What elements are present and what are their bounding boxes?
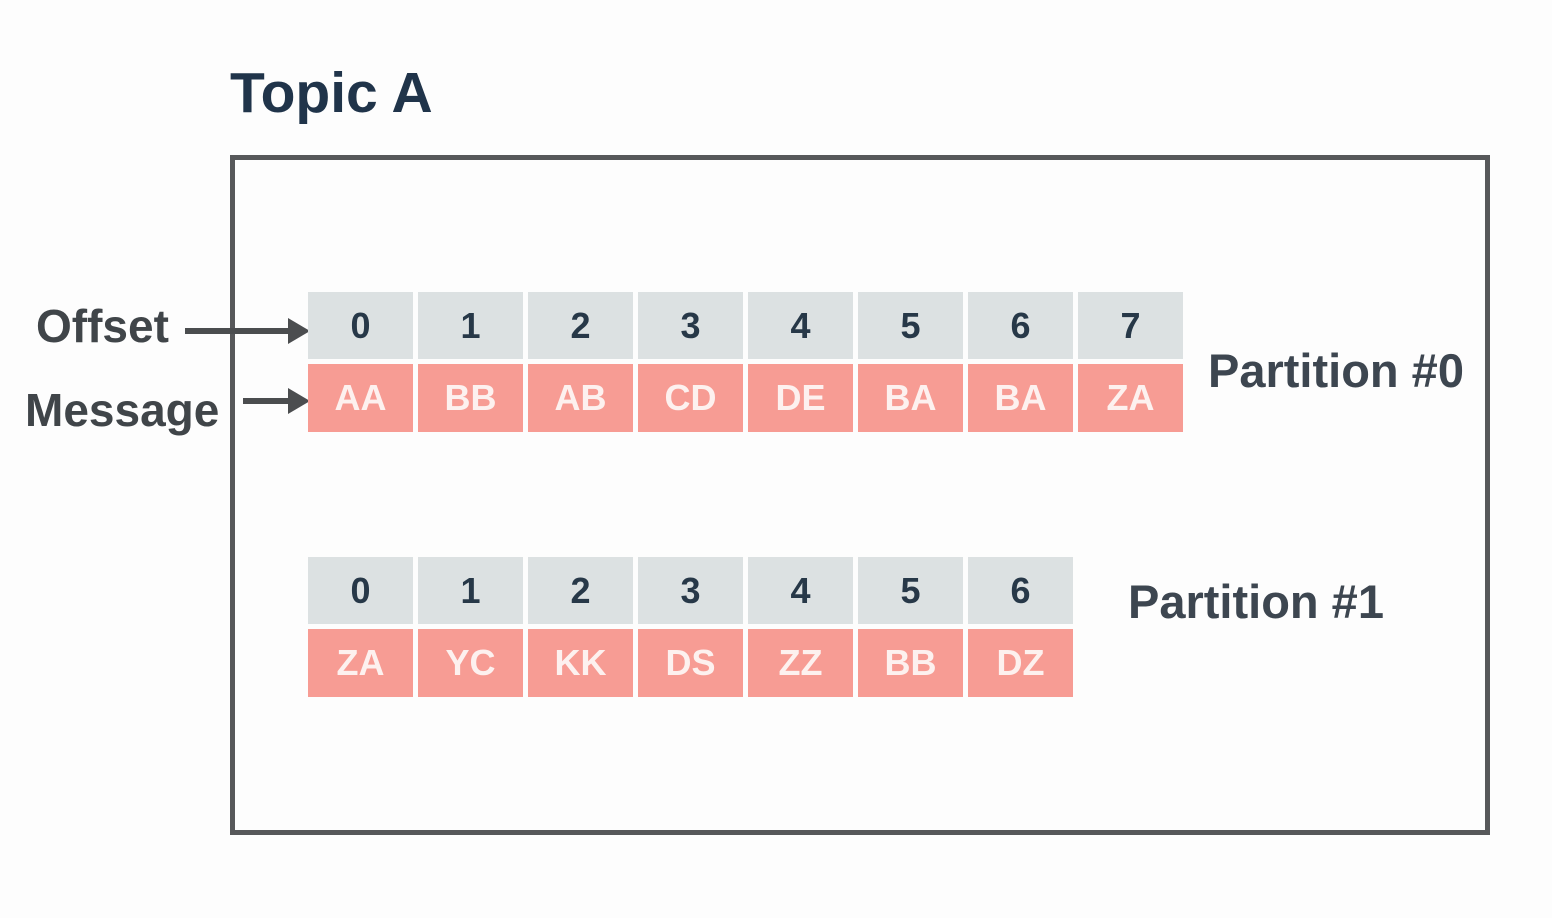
offset-arrow-right-icon [185,318,310,344]
message-cell: ZA [1078,364,1183,432]
topic-title: Topic A [230,61,433,125]
message-cell: AA [308,364,413,432]
partition1-label: Partition #1 [1128,575,1384,628]
message-cell: YC [418,629,523,697]
message-arrow-right-icon [243,388,310,414]
topic-boundary-box [230,155,1490,835]
message-cell: BB [418,364,523,432]
offset-cell: 2 [528,292,633,359]
message-cell: DS [638,629,743,697]
offset-cell: 0 [308,292,413,359]
message-cell: DZ [968,629,1073,697]
message-cell: BA [858,364,963,432]
message-cell: BB [858,629,963,697]
offset-cell: 3 [638,292,743,359]
offset-cell: 1 [418,557,523,624]
offset-cell: 5 [858,292,963,359]
offset-cell: 4 [748,557,853,624]
offset-cell: 0 [308,557,413,624]
offset-cell: 2 [528,557,633,624]
message-cell: BA [968,364,1073,432]
message-cell: DE [748,364,853,432]
offset-cell: 1 [418,292,523,359]
message-cell: ZZ [748,629,853,697]
message-cell: ZA [308,629,413,697]
arrow-head [288,318,310,344]
arrow-line [243,398,294,404]
offset-cell: 3 [638,557,743,624]
message-cell: AB [528,364,633,432]
message-cell: KK [528,629,633,697]
offset-cell: 4 [748,292,853,359]
message-label: Message [25,384,220,436]
partition0-label: Partition #0 [1208,344,1464,397]
arrow-head [288,388,310,414]
offset-cell: 6 [968,292,1073,359]
offset-cell: 6 [968,557,1073,624]
offset-cell: 7 [1078,292,1183,359]
message-cell: CD [638,364,743,432]
arrow-line [185,328,294,334]
offset-label: Offset [36,300,169,352]
offset-cell: 5 [858,557,963,624]
